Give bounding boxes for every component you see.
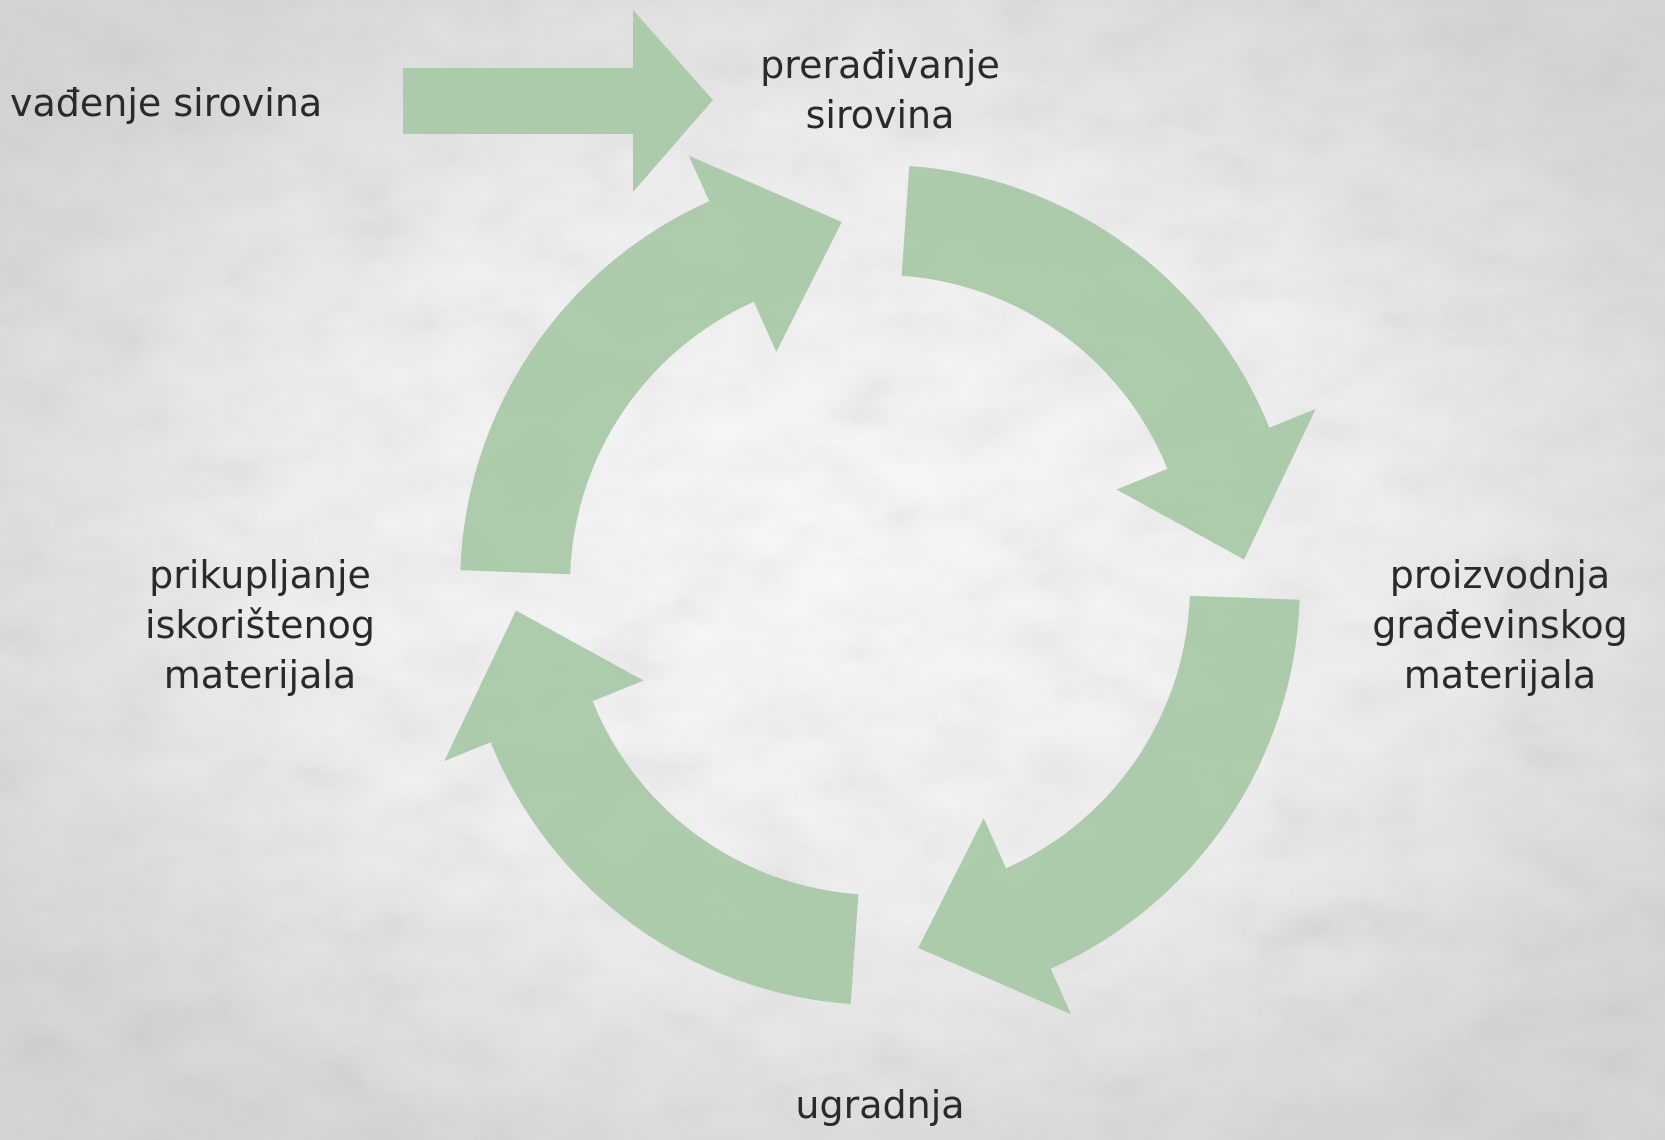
label-production-line-1: proizvodnja [1389, 553, 1611, 597]
label-installation: ugradnja [720, 1080, 1040, 1130]
label-installation-line: ugradnja [795, 1083, 965, 1127]
label-collection: prikupljanje iskorištenog materijala [100, 550, 420, 700]
label-processing-line-2: sirovina [805, 93, 955, 137]
label-extraction: vađenje sirovina [0, 78, 370, 128]
cycle-arrow-installation-to-collection [444, 610, 859, 1004]
cycle-arrow-production-to-installation [918, 595, 1300, 1015]
label-production-line-2: građevinskog [1372, 603, 1628, 647]
label-processing: prerađivanje sirovina [720, 40, 1040, 140]
cycle-arrow-processing-to-production [901, 166, 1316, 560]
label-collection-line-3: materijala [163, 653, 357, 697]
cycle-arrows [403, 10, 1316, 1015]
label-production: proizvodnja građevinskog materijala [1335, 550, 1665, 700]
label-extraction-line: vađenje sirovina [10, 81, 323, 125]
label-collection-line-2: iskorištenog [145, 603, 375, 647]
label-production-line-3: materijala [1403, 653, 1597, 697]
label-collection-line-1: prikupljanje [149, 553, 371, 597]
cycle-arrow-collection-to-processing [460, 155, 842, 575]
label-processing-line-1: prerađivanje [760, 43, 1000, 87]
entry-arrow [403, 10, 713, 192]
